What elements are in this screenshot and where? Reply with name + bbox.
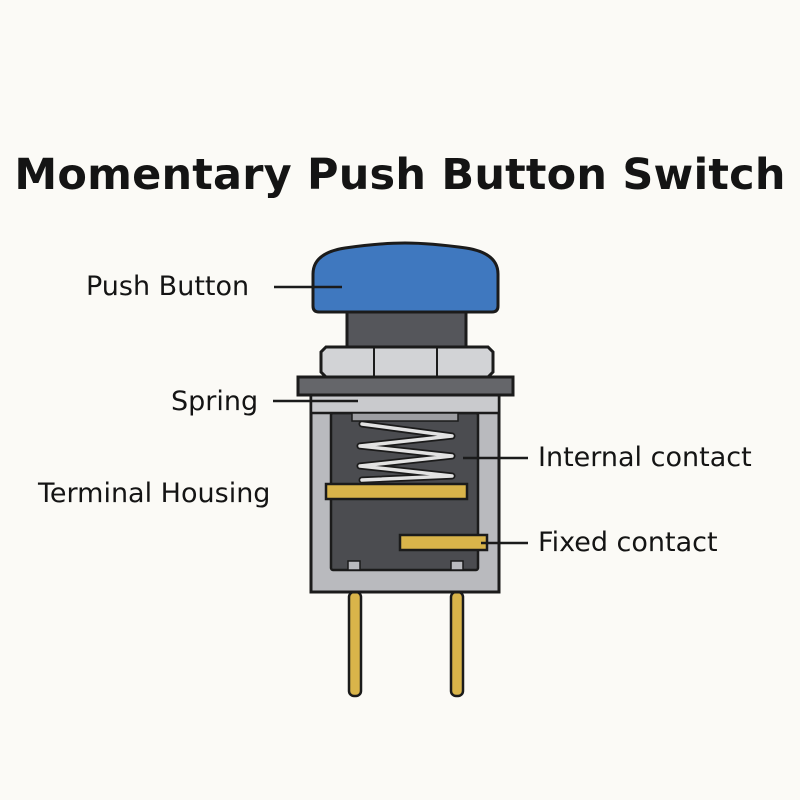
mounting-flange — [296, 375, 515, 397]
spring-coil-highlight — [358, 422, 454, 482]
base-tab-right — [450, 560, 464, 571]
hex-nut — [319, 345, 495, 379]
label-spring: Spring — [171, 386, 259, 417]
terminal-pin-right — [449, 590, 465, 698]
internal-contact — [324, 482, 469, 501]
push-button-cap — [311, 241, 500, 314]
fixed-contact — [398, 533, 489, 552]
label-fixed-contact: Fixed contact — [538, 527, 718, 558]
label-terminal-housing: Terminal Housing — [38, 478, 271, 509]
base-tab-left — [347, 560, 361, 571]
diagram-title: Momentary Push Button Switch — [14, 150, 786, 200]
spring-seat — [351, 412, 459, 422]
terminal-pin-left — [347, 590, 363, 698]
label-internal-contact: Internal contact — [538, 442, 752, 473]
label-push-button: Push Button — [86, 271, 250, 302]
spring-top-plate — [309, 393, 501, 415]
plunger — [345, 307, 468, 349]
